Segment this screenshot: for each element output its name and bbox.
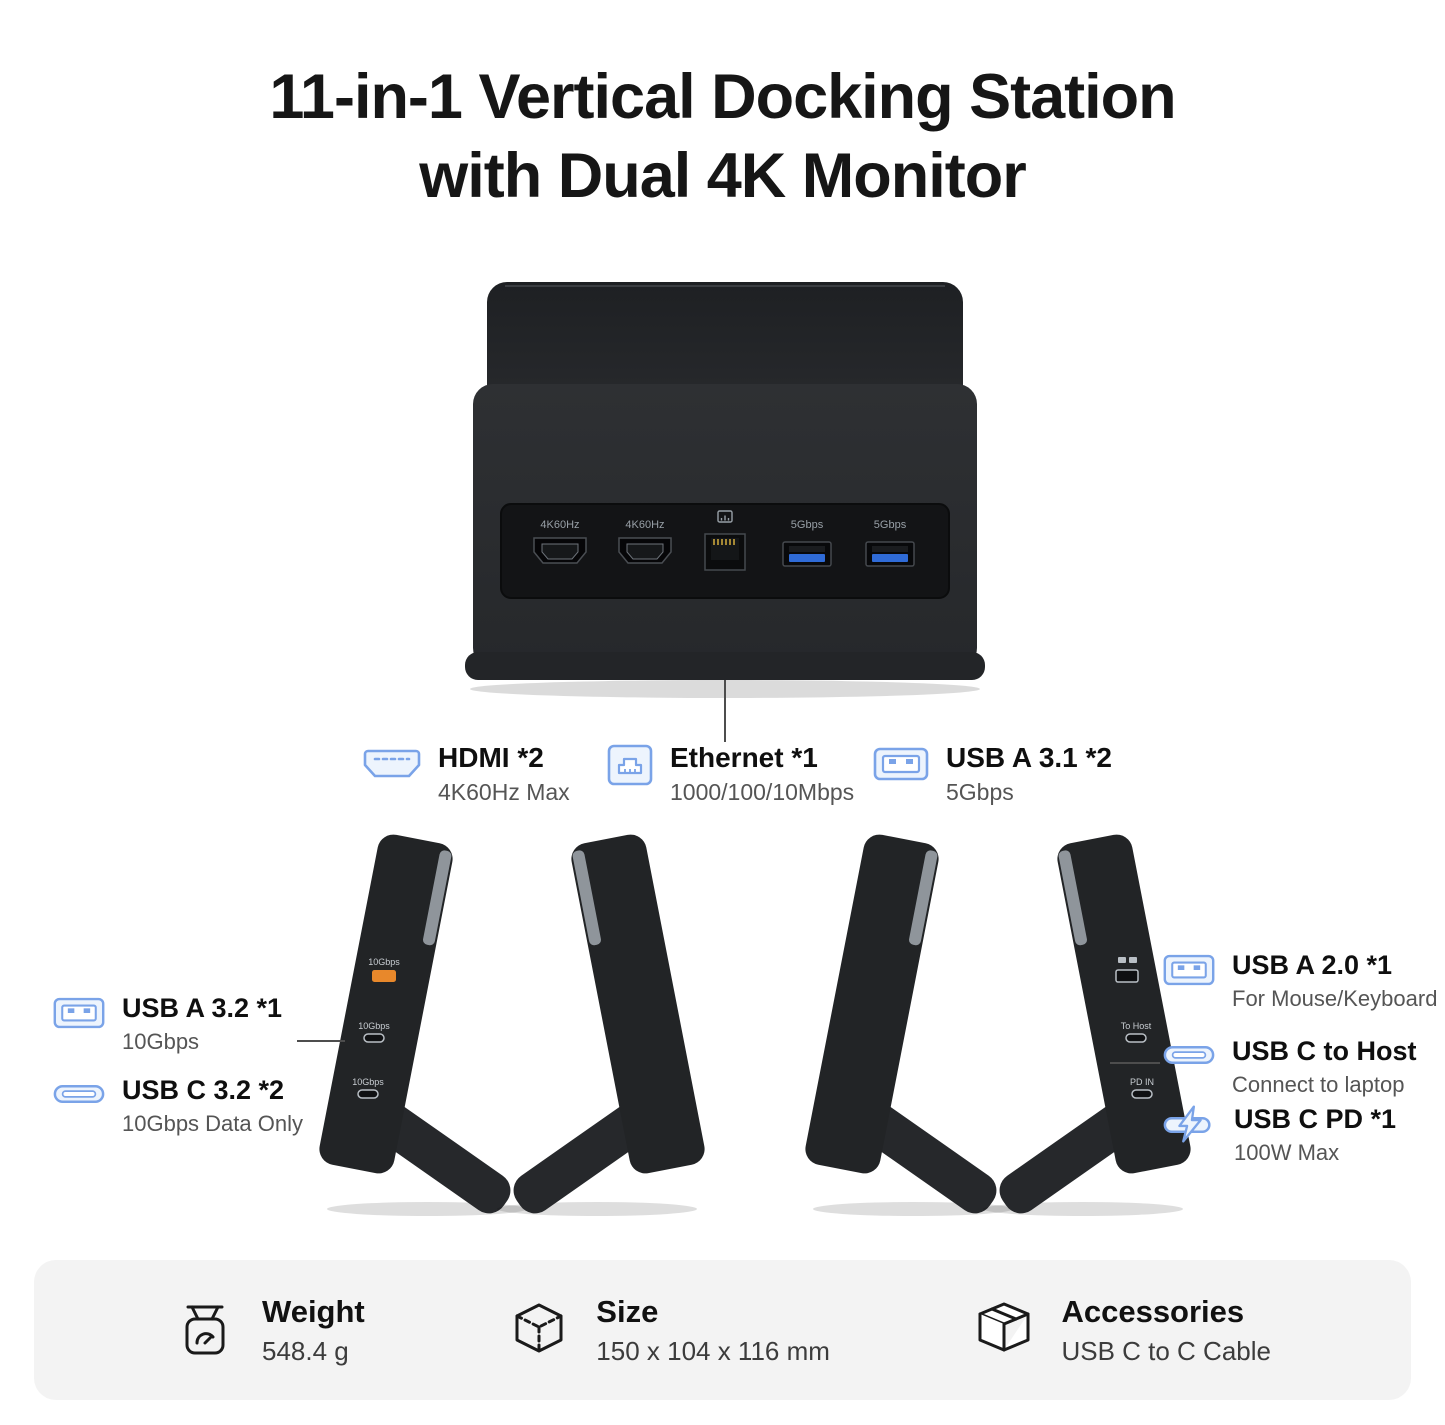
- spec-weight-value: 548.4 g: [262, 1335, 349, 1366]
- callout-hdmi: HDMI *2 4K60Hz Max: [362, 742, 570, 806]
- title-line-2: with Dual 4K Monitor: [419, 141, 1026, 212]
- page-title: 11-in-1 Vertical Docking Station with Du…: [0, 58, 1445, 217]
- callout-usbc32-subtitle: 10Gbps Data Only: [122, 1111, 303, 1136]
- usba1-port-label: 5Gbps: [791, 519, 824, 531]
- usb-a-icon: [1163, 954, 1215, 986]
- hdmi2-port-label: 4K60Hz: [625, 519, 664, 531]
- side-port-label-to-host: To Host: [1121, 1021, 1152, 1031]
- spec-size-value: 150 x 104 x 116 mm: [596, 1335, 830, 1366]
- side-port-label-10gbps-a: 10Gbps: [368, 957, 400, 967]
- side-port-label-pd-in: PD IN: [1130, 1077, 1154, 1087]
- callout-hdmi-title: HDMI *2: [438, 742, 544, 773]
- side-unit-right: [983, 834, 1191, 1216]
- callout-usba20-subtitle: For Mouse/Keyboard: [1232, 986, 1438, 1011]
- side-unit-right: [497, 834, 705, 1216]
- side-usb-c-port-2: [357, 1089, 379, 1099]
- callout-usbc-pd: USB C PD *1 100W Max: [1162, 1104, 1396, 1166]
- callout-usbc-pd-subtitle: 100W Max: [1234, 1140, 1340, 1165]
- side-view-pair-left: 10Gbps 10Gbps 10Gbps: [319, 834, 705, 1216]
- ethernet-port: [704, 533, 746, 571]
- callout-ethernet: Ethernet *1 1000/100/10Mbps: [606, 742, 854, 806]
- cube-icon: [515, 1303, 563, 1353]
- usb-c-icon: [1163, 1046, 1215, 1064]
- ethernet-icon: [607, 744, 653, 786]
- callout-usba31: USB A 3.1 *2 5Gbps: [872, 742, 1112, 806]
- hdmi-port-1: [533, 537, 587, 564]
- dock-front-image: 4K60Hz 4K60Hz 5Gbps 5Gb: [465, 282, 985, 742]
- box-icon: [978, 1302, 1030, 1352]
- spec-band: Weight 548.4 g Size 150 x 104 x 116 mm: [34, 1260, 1411, 1400]
- left-leader-line: [297, 1040, 345, 1042]
- hdmi-port-2: [618, 537, 672, 564]
- spec-size: Size 150 x 104 x 116 mm: [508, 1294, 830, 1367]
- side-unit-left: [319, 834, 527, 1216]
- side-usb-c-pd-port: [1131, 1089, 1153, 1099]
- callout-usba20: USB A 2.0 *1 For Mouse/Keyboard: [1162, 950, 1437, 1012]
- callout-usba32: USB A 3.2 *1 10Gbps: [52, 993, 282, 1055]
- ethernet-mini-icon: [717, 510, 733, 523]
- dock-base-lip: [465, 652, 985, 680]
- hdmi1-port-label: 4K60Hz: [540, 519, 579, 531]
- spec-weight-title: Weight: [262, 1293, 365, 1329]
- side-unit-left: [805, 834, 1013, 1216]
- hdmi-icon: [363, 749, 421, 778]
- usb-c-pd-icon: [1163, 1105, 1211, 1143]
- callout-usbc-host-title: USB C to Host: [1232, 1036, 1417, 1066]
- callout-usba31-title: USB A 3.1 *2: [946, 742, 1112, 773]
- callout-usbc32-title: USB C 3.2 *2: [122, 1075, 285, 1105]
- callout-usbc-pd-title: USB C PD *1: [1234, 1104, 1397, 1134]
- usb-a-icon: [873, 747, 929, 781]
- usb-a-port-2: [865, 541, 915, 567]
- spec-accessories-value: USB C to C Cable: [1061, 1335, 1271, 1366]
- side-usb-c-port-1: [363, 1033, 385, 1043]
- callout-usbc-host: USB C to Host Connect to laptop: [1162, 1036, 1417, 1098]
- spec-accessories-title: Accessories: [1061, 1293, 1245, 1329]
- side-view-pair-right: To Host PD IN: [805, 834, 1191, 1216]
- usb-c-icon: [53, 1085, 105, 1103]
- callout-usba20-title: USB A 2.0 *1: [1232, 950, 1393, 980]
- spec-weight: Weight 548.4 g: [174, 1294, 365, 1367]
- usb-a-icon: [53, 997, 105, 1029]
- side-usb-a-orange-port: [372, 970, 396, 982]
- callout-ethernet-title: Ethernet *1: [670, 742, 818, 773]
- scale-icon: [185, 1305, 225, 1355]
- spec-accessories: Accessories USB C to C Cable: [973, 1294, 1271, 1367]
- callout-hdmi-subtitle: 4K60Hz Max: [438, 779, 570, 805]
- side-usb-a-port: [1115, 969, 1139, 983]
- callout-usba31-subtitle: 5Gbps: [946, 779, 1014, 805]
- side-usb-c-host-port: [1125, 1033, 1147, 1043]
- callout-usbc32: USB C 3.2 *2 10Gbps Data Only: [52, 1075, 303, 1137]
- callout-usbc-host-subtitle: Connect to laptop: [1232, 1072, 1405, 1097]
- right-leader-line: [1110, 1062, 1160, 1064]
- callout-usba32-title: USB A 3.2 *1: [122, 993, 283, 1023]
- callout-ethernet-subtitle: 1000/100/10Mbps: [670, 779, 855, 805]
- usba2-port-label: 5Gbps: [874, 519, 907, 531]
- spec-size-title: Size: [596, 1293, 659, 1329]
- title-line-1: 11-in-1 Vertical Docking Station: [269, 62, 1176, 132]
- side-port-label-10gbps-c2: 10Gbps: [352, 1077, 384, 1087]
- side-port-indicator-icons: [1118, 957, 1137, 963]
- side-port-label-10gbps-c1: 10Gbps: [358, 1021, 390, 1031]
- callout-usba32-subtitle: 10Gbps: [122, 1029, 200, 1054]
- usb-a-port-1: [782, 541, 832, 567]
